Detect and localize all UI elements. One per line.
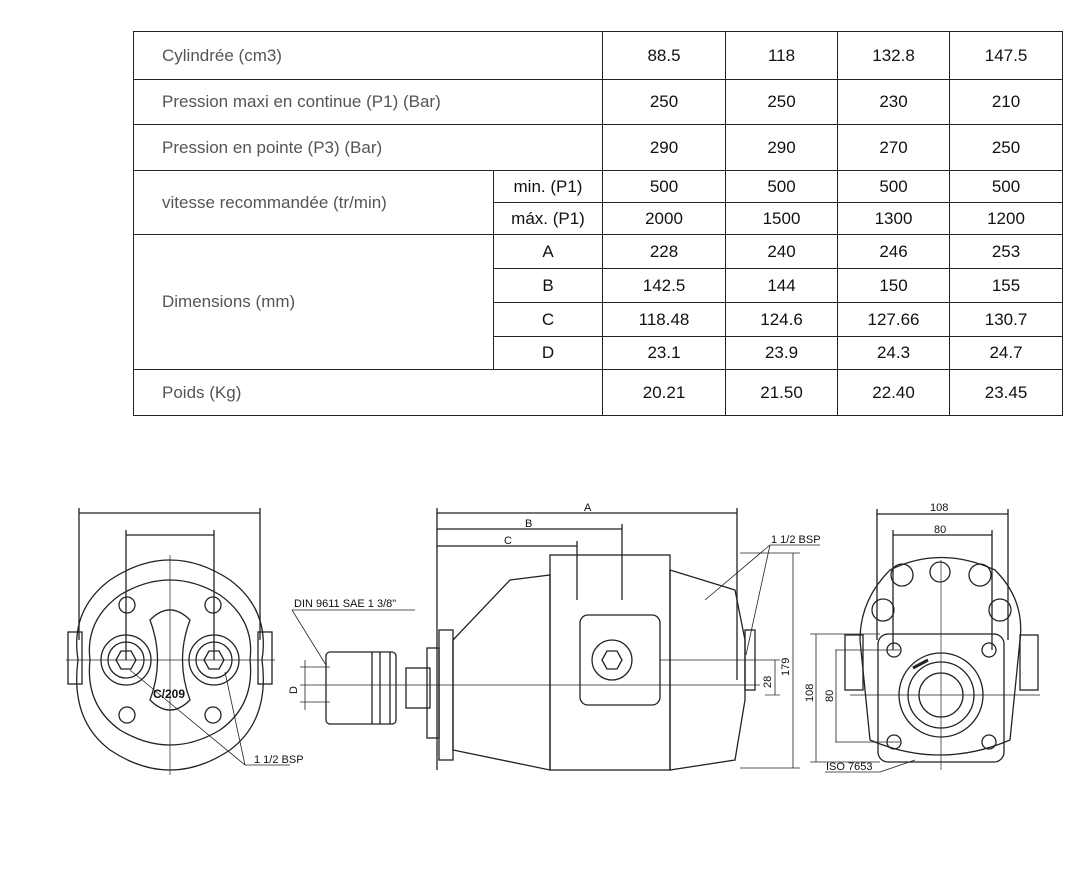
cell: 88.5 bbox=[602, 31, 727, 80]
port-label-right: 1 1/2 BSP bbox=[771, 534, 821, 546]
row-label: Pression maxi en continue (P1) (Bar) bbox=[132, 79, 604, 125]
cell: 500 bbox=[725, 170, 839, 203]
cell: 500 bbox=[837, 170, 951, 203]
cell: 23.45 bbox=[949, 369, 1064, 416]
front-view: C/209 1 1/2 BSP bbox=[66, 508, 304, 775]
cell: 127.66 bbox=[837, 302, 951, 337]
cell: 500 bbox=[949, 170, 1064, 203]
pump-technical-drawing: C/209 1 1/2 BSP A B C D DIN 9611 SAE 1 3… bbox=[66, 502, 1040, 775]
sub-label: C bbox=[492, 302, 604, 337]
cell: 290 bbox=[602, 124, 727, 171]
cell: 155 bbox=[949, 268, 1064, 303]
cell: 290 bbox=[725, 124, 839, 171]
table-row: vitesse recommandée (tr/min) min. (P1) 5… bbox=[133, 170, 1064, 235]
row-label: vitesse recommandée (tr/min) bbox=[133, 170, 494, 235]
sub-label: D bbox=[492, 336, 604, 370]
cell: 230 bbox=[837, 79, 951, 125]
rear-view: 108 80 108 80 ISO 7653 bbox=[804, 502, 1040, 773]
cell: 270 bbox=[837, 124, 951, 171]
dim-d-label: D bbox=[288, 686, 300, 694]
dim-b-label: B bbox=[525, 518, 532, 530]
table-row: Pression maxi en continue (P1) (Bar) 250… bbox=[132, 79, 1064, 125]
cell: 24.7 bbox=[949, 336, 1064, 370]
cell: 1500 bbox=[725, 202, 839, 235]
cell: 20.21 bbox=[602, 369, 727, 416]
cell: 147.5 bbox=[949, 31, 1064, 80]
table-row: Cylindrée (cm3) 88.5 118 132.8 147.5 bbox=[132, 31, 1064, 80]
flange-label: ISO 7653 bbox=[826, 761, 872, 773]
cell: 132.8 bbox=[837, 31, 951, 80]
dim-80-side-label: 80 bbox=[824, 690, 836, 702]
cell: 2000 bbox=[602, 202, 727, 235]
cell: 23.9 bbox=[725, 336, 839, 370]
cell: 1300 bbox=[837, 202, 951, 235]
dim-c-label: C bbox=[504, 535, 512, 547]
shaft-label: DIN 9611 SAE 1 3/8" bbox=[294, 598, 396, 610]
dim-28-label: 28 bbox=[762, 676, 774, 688]
side-view: A B C D DIN 9611 SAE 1 3/8" 1 1/2 BSP 28… bbox=[288, 502, 821, 771]
table-row: B 142.5 144 150 155 bbox=[134, 268, 1064, 303]
cell: 130.7 bbox=[949, 302, 1064, 337]
sub-label: máx. (P1) bbox=[492, 202, 604, 235]
cell: 150 bbox=[837, 268, 951, 303]
cell: 24.3 bbox=[837, 336, 951, 370]
table-row: Poids (Kg) 20.21 21.50 22.40 23.45 bbox=[132, 369, 1064, 416]
dim-108-side-label: 108 bbox=[804, 684, 816, 702]
cell: 1200 bbox=[949, 202, 1064, 235]
sub-label: B bbox=[492, 268, 604, 303]
table-row: D 23.1 23.9 24.3 24.7 bbox=[134, 336, 1064, 370]
cell: 210 bbox=[949, 79, 1064, 125]
cell: 21.50 bbox=[725, 369, 839, 416]
cell: 118.48 bbox=[602, 302, 727, 337]
cell: 142.5 bbox=[602, 268, 727, 303]
cell: 250 bbox=[725, 79, 839, 125]
row-label: Poids (Kg) bbox=[132, 369, 604, 416]
cell: 246 bbox=[837, 234, 951, 269]
port-label-left: 1 1/2 BSP bbox=[254, 754, 304, 766]
table-row: Pression en pointe (P3) (Bar) 290 290 27… bbox=[132, 124, 1064, 171]
cell: 124.6 bbox=[725, 302, 839, 337]
sub-label: A bbox=[492, 234, 604, 269]
cell: 228 bbox=[602, 234, 727, 269]
row-label: Dimensions (mm) bbox=[133, 234, 494, 370]
row-label: Pression en pointe (P3) (Bar) bbox=[132, 124, 604, 171]
cell: 500 bbox=[602, 170, 727, 203]
cell: 250 bbox=[949, 124, 1064, 171]
cell: 22.40 bbox=[837, 369, 951, 416]
table-row: Dimensions (mm) A 228 240 246 253 bbox=[133, 234, 1064, 370]
model-mark: C/209 bbox=[153, 687, 185, 701]
table-row: máx. (P1) 2000 1500 1300 1200 bbox=[134, 202, 1064, 235]
cell: 118 bbox=[725, 31, 839, 80]
dim-179-label: 179 bbox=[780, 658, 792, 676]
row-label: Cylindrée (cm3) bbox=[132, 31, 604, 80]
specifications-table: Cylindrée (cm3) 88.5 118 132.8 147.5 Pre… bbox=[132, 31, 1064, 416]
dim-a-label: A bbox=[584, 502, 592, 514]
sub-label: min. (P1) bbox=[492, 170, 604, 203]
dim-80-top-label: 80 bbox=[934, 524, 946, 536]
cell: 144 bbox=[725, 268, 839, 303]
cell: 23.1 bbox=[602, 336, 727, 370]
cell: 253 bbox=[949, 234, 1064, 269]
cell: 240 bbox=[725, 234, 839, 269]
cell: 250 bbox=[602, 79, 727, 125]
dim-108-top-label: 108 bbox=[930, 502, 948, 514]
